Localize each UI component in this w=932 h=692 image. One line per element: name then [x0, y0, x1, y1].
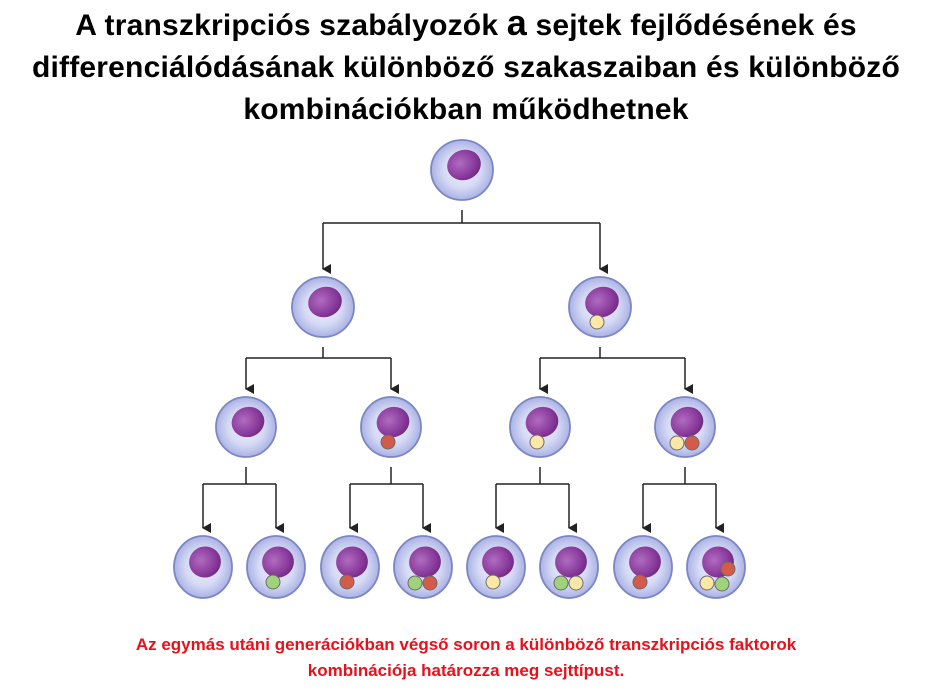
cell-nucleus [482, 546, 514, 578]
diagram-caption: Az egymás utáni generációkban végső soro… [0, 632, 932, 684]
red-factor [339, 574, 355, 590]
cell [291, 276, 355, 338]
branch-connector [642, 467, 724, 533]
red-factor [632, 574, 648, 590]
cell-nucleus [525, 406, 559, 438]
lineage-connectors [202, 210, 724, 533]
branch-connector [245, 347, 399, 394]
cell [246, 535, 306, 599]
cell [568, 276, 632, 338]
diagram-title: A transzkripciós szabályozók a sejtek fe… [0, 2, 932, 131]
green-factor [407, 575, 423, 591]
cell-nucleus [262, 546, 294, 578]
cell-nucleus [585, 286, 619, 318]
yellow-factor [529, 434, 545, 450]
branch-connector [322, 210, 608, 274]
red-factor [684, 435, 700, 451]
cell-nucleus [308, 286, 342, 318]
branch-connector [495, 467, 577, 533]
cell [539, 535, 599, 599]
green-factor [265, 574, 281, 590]
cell [654, 396, 716, 458]
cell [613, 535, 673, 599]
yellow-factor [589, 314, 605, 330]
yellow-factor [669, 435, 685, 451]
cell-nucleus [555, 546, 587, 578]
yellow-factor [568, 575, 584, 591]
yellow-factor [485, 574, 501, 590]
title-line-1: A transzkripciós szabályozók a sejtek fe… [0, 2, 932, 47]
caption-line-1: Az egymás utáni generációkban végső soro… [135, 635, 797, 654]
cell-nucleus [336, 546, 368, 578]
yellow-factor [699, 575, 715, 591]
cell [509, 396, 571, 458]
cell-nucleus [670, 406, 704, 438]
title-line-2: differenciálódásának különböző szakaszai… [31, 51, 901, 84]
cell [173, 535, 233, 599]
branch-connector [349, 467, 431, 533]
branch-connector [202, 467, 284, 533]
cell-nucleus [189, 546, 221, 578]
title-line-1-post: sejtek fejlődésének és [526, 9, 857, 42]
cell [393, 535, 453, 599]
cell-nucleus [409, 546, 441, 578]
cell [686, 535, 746, 599]
red-factor [422, 575, 438, 591]
red-factor [380, 434, 396, 450]
title-line-1-pre: A transzkripciós szabályozók [75, 9, 507, 42]
cell-nucleus [376, 406, 410, 438]
cell-nucleus [629, 546, 661, 578]
title-line-1-big: a [506, 2, 527, 43]
cell [320, 535, 380, 599]
title-line-3: kombinációkban működhetnek [243, 93, 689, 126]
cell-nucleus [231, 406, 265, 438]
branch-connector [539, 347, 693, 394]
green-factor [714, 576, 730, 592]
green-factor [553, 575, 569, 591]
cell [360, 396, 422, 458]
lineage-cells [173, 139, 746, 599]
cell [215, 396, 277, 458]
red-factor [720, 561, 736, 577]
cell [430, 139, 494, 201]
caption-line-2: kombinációja határozza meg sejttípust. [307, 661, 625, 680]
cell [466, 535, 526, 599]
cell-nucleus [447, 149, 481, 181]
